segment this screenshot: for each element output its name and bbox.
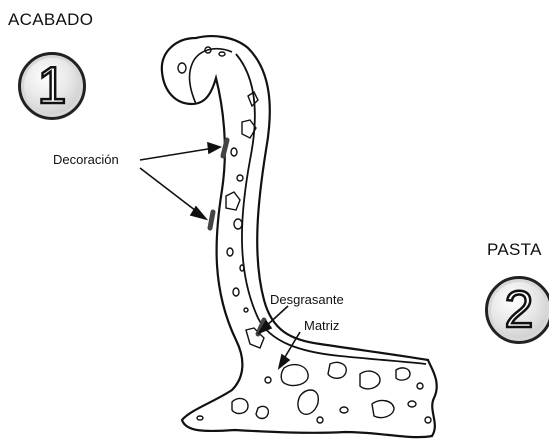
label-desgrasante: Desgrasante: [270, 292, 344, 307]
section-title-acabado: ACABADO: [8, 10, 93, 30]
number-badge-2: 2: [485, 276, 549, 344]
number-badge-1: 1: [18, 52, 86, 120]
label-decoracion: Decoración: [53, 152, 119, 167]
section-title-pasta: PASTA: [487, 240, 542, 260]
label-matriz: Matriz: [304, 318, 339, 333]
decoracion-arrows: [140, 143, 220, 219]
